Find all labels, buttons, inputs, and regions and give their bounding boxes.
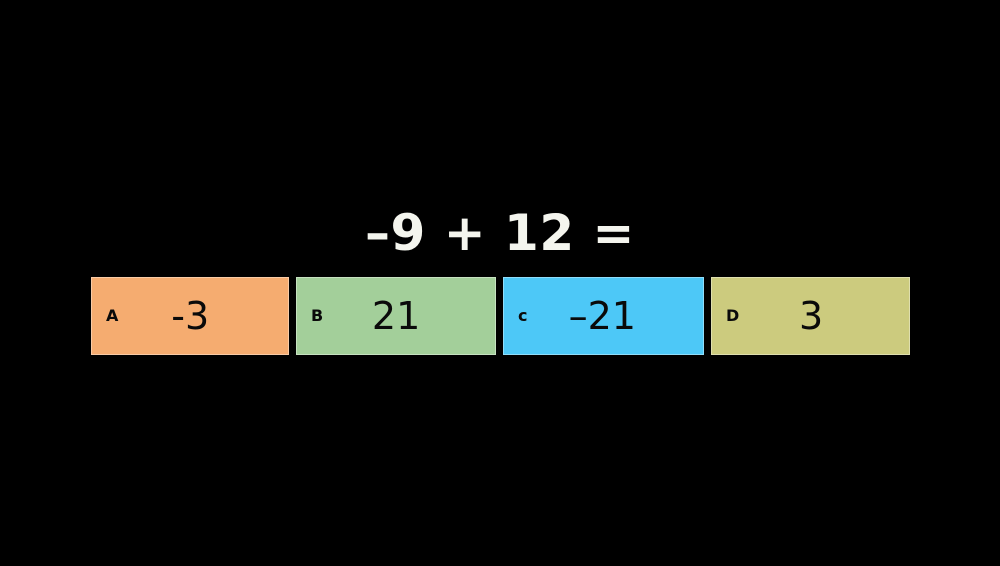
answer-option-a[interactable]: A -3 xyxy=(91,277,289,355)
question-text: –9 + 12 = xyxy=(365,204,635,262)
answer-options-row: A -3 B 21 c –21 D 3 xyxy=(91,277,910,355)
answer-option-b-value: 21 xyxy=(371,294,421,338)
answer-option-c-letter: c xyxy=(518,306,528,325)
answer-option-d-value: 3 xyxy=(799,294,824,338)
answer-option-c-value: –21 xyxy=(568,294,636,338)
answer-option-d[interactable]: D 3 xyxy=(711,277,910,355)
answer-option-a-value: -3 xyxy=(171,294,210,338)
answer-option-b-letter: B xyxy=(311,306,324,325)
answer-option-c[interactable]: c –21 xyxy=(503,277,704,355)
answer-option-a-letter: A xyxy=(106,306,119,325)
answer-option-d-letter: D xyxy=(726,306,740,325)
answer-option-b[interactable]: B 21 xyxy=(296,277,496,355)
question-area: –9 + 12 = xyxy=(0,200,1000,266)
